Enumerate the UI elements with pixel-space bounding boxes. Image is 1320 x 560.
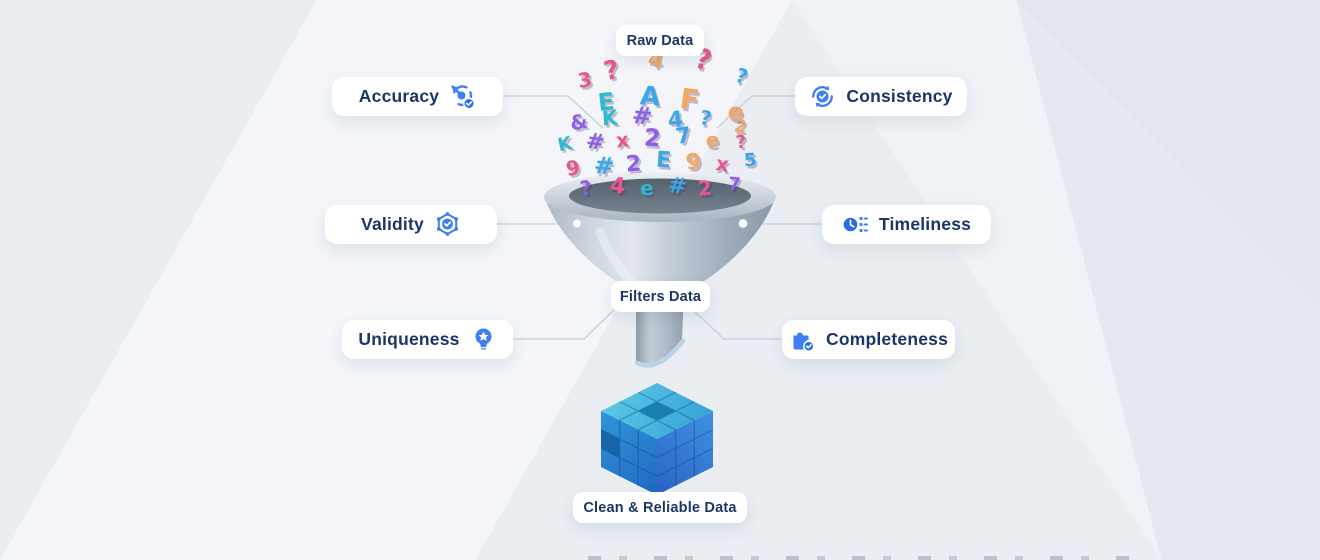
raw-data-tag-label: Raw Data (626, 32, 694, 49)
target-check-icon (449, 83, 476, 110)
raw-data-tag: Raw Data (616, 25, 704, 56)
timeliness-label: Timeliness (878, 214, 972, 234)
uniqueness-card: Uniqueness (342, 320, 513, 359)
cropped-caption-remnant (588, 556, 1133, 560)
completeness-label: Completeness (825, 329, 949, 349)
timeliness-card: Timeliness (822, 205, 991, 244)
funnel-3d (544, 172, 776, 368)
consistency-card: Consistency (795, 77, 967, 116)
hexagon-check-icon (434, 211, 461, 238)
completeness-card: Completeness (782, 320, 955, 359)
accuracy-card: Accuracy (332, 77, 503, 116)
accuracy-label: Accuracy (358, 86, 440, 106)
bulb-star-icon (470, 326, 497, 353)
clock-list-icon (842, 211, 869, 238)
clean-data-tag-label: Clean & Reliable Data (583, 499, 737, 516)
funnel-anchor-dot (738, 218, 748, 229)
validity-label: Validity (361, 214, 424, 234)
funnel-anchor-dot (572, 218, 582, 229)
validity-card: Validity (325, 205, 497, 244)
data-cube-3d (595, 383, 719, 508)
filters-data-tag: Filters Data (611, 281, 710, 312)
puzzle-check-icon (789, 326, 816, 353)
clean-data-tag: Clean & Reliable Data (573, 492, 747, 523)
uniqueness-label: Uniqueness (358, 329, 460, 349)
filters-data-tag-label: Filters Data (619, 288, 702, 305)
sync-check-icon (809, 83, 836, 110)
consistency-label: Consistency (846, 86, 953, 106)
